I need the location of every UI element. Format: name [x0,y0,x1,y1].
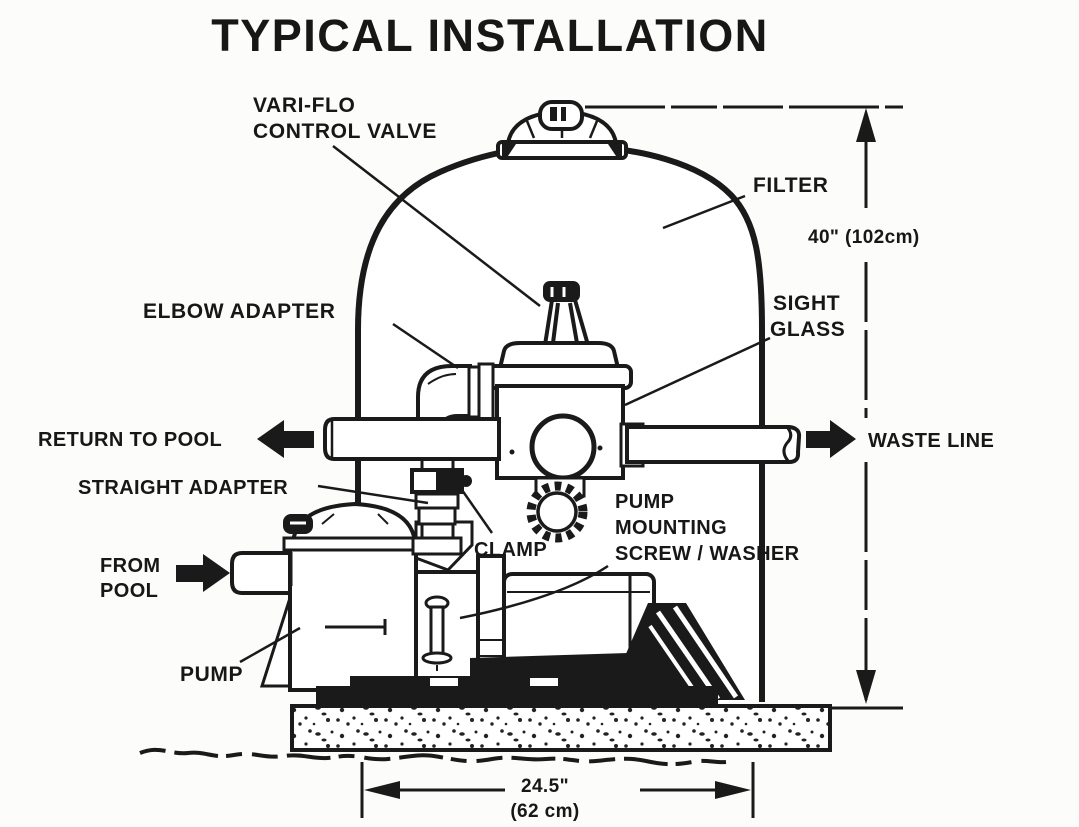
down-arrowhead [856,670,876,704]
from-pool-flow-arrow [176,554,230,592]
elbow-adapter-label: ELBOW ADAPTER [143,300,336,323]
return-pipe [323,417,501,461]
return-to-pool-label: RETURN TO POOL [38,429,222,451]
strainer-lid-flange [282,536,426,552]
filter-label: FILTER [753,174,829,197]
clamp-leader [460,489,494,534]
strainer-pot [288,540,418,692]
valve-top-dome [497,341,621,370]
pump-base-plate-lower [316,686,718,706]
leader-lines [239,145,771,664]
vari-flo-label-line1: VARI-FLO [253,94,355,117]
height-dimension: 40" (102cm) [585,105,920,710]
sight-glass-label-line2: GLASS [770,318,845,341]
valve-assembly [410,281,645,556]
from-pool-label-line2: POOL [100,580,158,602]
sight-glass-label-line1: SIGHT [773,292,840,315]
elbow-leader [392,322,459,370]
height-dimension-label: 40" (102cm) [808,227,920,248]
pump-mounting-label-line2: MOUNTING [615,517,727,539]
pump-label: PUMP [180,663,243,686]
pump-inlet-pipe [230,551,304,595]
clamp-label: CLAMP [474,539,547,561]
sight-glass [529,413,597,481]
ground-line [139,747,727,767]
pump-leader [239,626,301,664]
width-inches-label: 24.5" [521,776,569,797]
pipe-break-mark [782,424,793,464]
straight-adapter-label: STRAIGHT ADAPTER [78,477,288,499]
sight-glass-leader [624,336,771,407]
return-flow-arrow [257,420,314,458]
tank-vent-cap [496,100,628,160]
vari-flo-label-line2: CONTROL VALVE [253,120,437,143]
pump-mounting-label-line1: PUMP [615,491,674,513]
waste-flow-arrow [806,420,856,458]
width-dimension: 24.5" (62 cm) [360,762,755,822]
pump-mounting-screw [421,595,453,692]
valve-handle [542,281,591,347]
pump-mid-housing [408,570,482,690]
waste-pipe [625,425,802,464]
filter-leader [662,194,746,230]
left-arrowhead [364,781,400,799]
waste-line-label: WASTE LINE [868,430,994,452]
concrete-pad [290,704,832,752]
width-cm-label: (62 cm) [510,801,579,822]
straight-adapter-leader [317,484,429,505]
from-pool-label-line1: FROM [100,555,160,577]
vari-flo-leader [332,145,541,307]
washer [421,651,453,665]
motor-fins [606,603,745,700]
right-arrowhead [715,781,751,799]
pump-mounting-label-line3: SCREW / WASHER [615,543,800,565]
diagram-title: TYPICAL INSTALLATION [211,10,768,61]
up-arrowhead [856,108,876,142]
mounting-screw-leader [459,564,609,620]
